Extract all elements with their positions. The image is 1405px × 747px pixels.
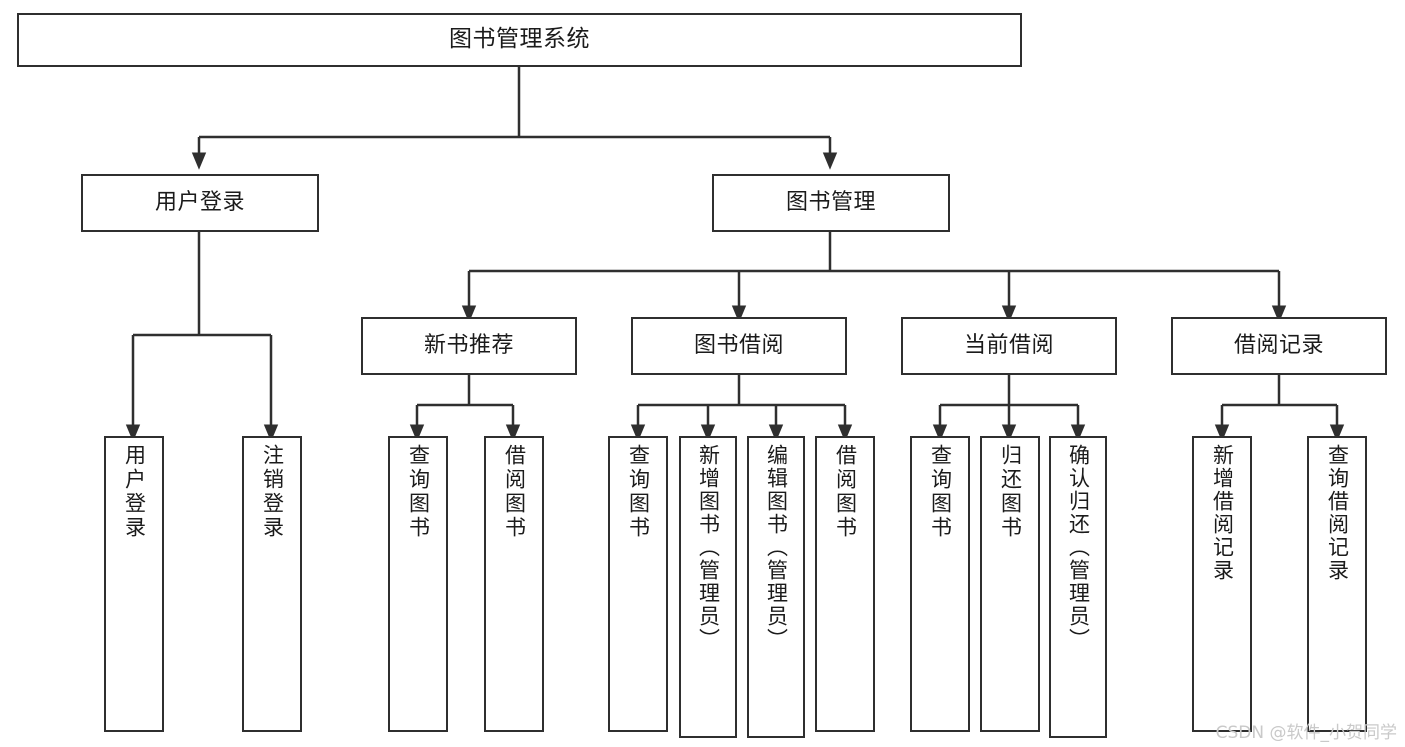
node-label: 查询借阅记录	[1325, 444, 1350, 582]
node-label: 新书推荐	[423, 333, 514, 359]
node-label: 查询图书	[626, 444, 651, 540]
leaf-logout-login[interactable]: 注销登录	[242, 436, 302, 732]
node-current-borrow[interactable]: 当前借阅	[901, 317, 1117, 375]
node-label: 借阅图书	[502, 444, 527, 540]
node-label: 查询图书	[928, 444, 953, 540]
node-label: 编辑图书（管理员）	[764, 444, 789, 651]
leaf-query-book-borrow[interactable]: 查询图书	[608, 436, 668, 732]
leaf-confirm-return-admin[interactable]: 确认归还（管理员）	[1049, 436, 1107, 738]
leaf-query-borrow-record[interactable]: 查询借阅记录	[1307, 436, 1367, 732]
leaf-query-book-current[interactable]: 查询图书	[910, 436, 970, 732]
node-label: 借阅记录	[1233, 333, 1324, 359]
node-book-management[interactable]: 图书管理	[712, 174, 950, 232]
node-label: 用户登录	[154, 190, 245, 216]
node-label: 新增借阅记录	[1210, 444, 1235, 582]
csdn-watermark: CSDN @软件_小贺同学	[1215, 723, 1397, 743]
leaf-return-book[interactable]: 归还图书	[980, 436, 1040, 732]
leaf-user-login[interactable]: 用户登录	[104, 436, 164, 732]
leaf-add-book-admin[interactable]: 新增图书（管理员）	[679, 436, 737, 738]
leaf-query-book-recommend[interactable]: 查询图书	[388, 436, 448, 732]
node-label: 归还图书	[998, 444, 1023, 540]
node-label: 注销登录	[260, 444, 285, 540]
node-label: 借阅图书	[833, 444, 858, 540]
node-label: 图书管理	[785, 190, 876, 216]
leaf-borrow-book[interactable]: 借阅图书	[815, 436, 875, 732]
node-label: 确认归还（管理员）	[1066, 444, 1091, 651]
node-label: 查询图书	[406, 444, 431, 540]
node-root-library-system[interactable]: 图书管理系统	[17, 13, 1022, 67]
node-borrow-record[interactable]: 借阅记录	[1171, 317, 1387, 375]
node-user-login[interactable]: 用户登录	[81, 174, 319, 232]
node-new-book-recommend[interactable]: 新书推荐	[361, 317, 577, 375]
leaf-edit-book-admin[interactable]: 编辑图书（管理员）	[747, 436, 805, 738]
node-label: 新增图书（管理员）	[696, 444, 721, 651]
node-book-borrow[interactable]: 图书借阅	[631, 317, 847, 375]
leaf-add-borrow-record[interactable]: 新增借阅记录	[1192, 436, 1252, 732]
node-label: 图书管理系统	[449, 26, 590, 53]
leaf-borrow-book-recommend[interactable]: 借阅图书	[484, 436, 544, 732]
node-label: 图书借阅	[693, 333, 784, 359]
node-label: 当前借阅	[963, 333, 1054, 359]
node-label: 用户登录	[122, 444, 147, 540]
